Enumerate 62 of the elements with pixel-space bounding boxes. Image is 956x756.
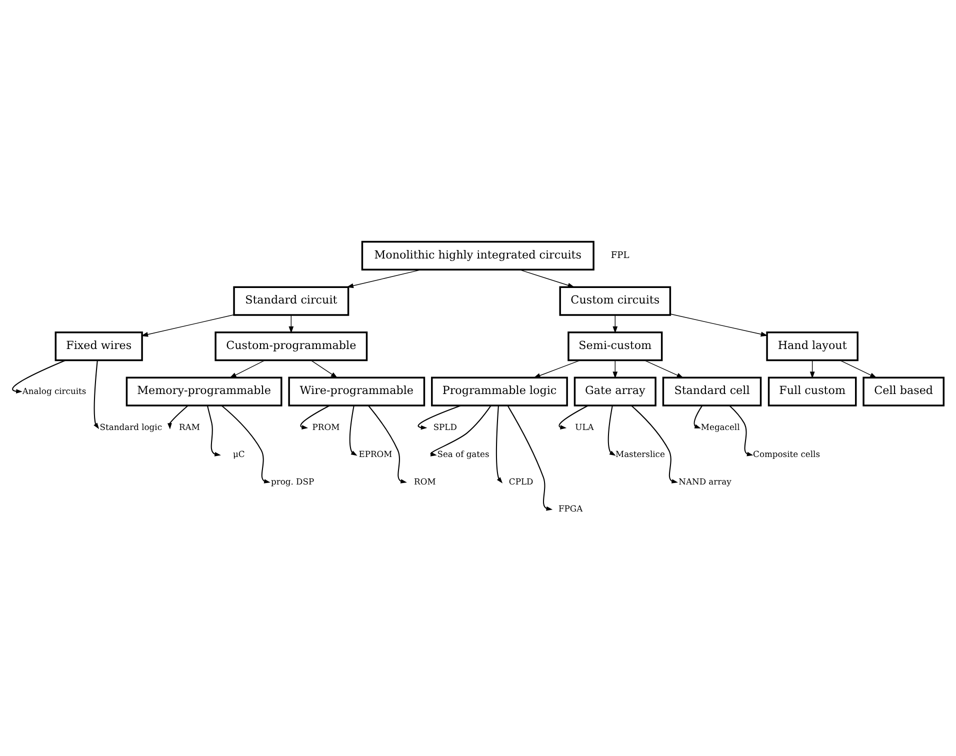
arrow: [507, 405, 553, 511]
arrow: [346, 269, 422, 288]
node-box: Full custom: [768, 376, 857, 406]
arrow: [612, 360, 618, 379]
node-text: μC: [232, 449, 245, 460]
arrow: [558, 405, 588, 430]
arrow: [430, 405, 492, 456]
arrow: [310, 360, 338, 378]
node-box: Custom circuits: [559, 286, 672, 316]
node-box: Wire-programmable: [288, 376, 426, 406]
node-box: Programmable logic: [431, 376, 568, 406]
node-text: PROM: [312, 422, 340, 432]
arrow: [840, 360, 877, 378]
arrow: [631, 405, 678, 484]
arrow: [418, 405, 461, 430]
arrow: [644, 360, 684, 378]
arrow: [168, 405, 188, 430]
node-text: EPROM: [358, 449, 392, 460]
node-text: SPLD: [433, 422, 457, 432]
node-text: Masterslice: [616, 449, 665, 460]
arrow: [300, 405, 330, 430]
node-box: Hand layout: [766, 332, 858, 362]
arrow: [729, 405, 754, 456]
label: FPL: [610, 251, 630, 262]
node-text: ULA: [575, 422, 594, 432]
node-box: Standard circuit: [233, 286, 350, 316]
node-box: Fixed wires: [54, 332, 143, 362]
arrow: [519, 269, 575, 288]
arrow: [206, 406, 221, 456]
arrow: [12, 360, 66, 394]
node-text: Standard logic: [100, 422, 162, 432]
node-box: Standard cell: [662, 376, 762, 406]
node-box: Semi-custom: [568, 332, 663, 362]
arrow: [810, 360, 815, 379]
arrow: [229, 360, 266, 378]
arrow: [141, 314, 234, 337]
node-box: Monolithic highly integrated circuits: [361, 240, 594, 271]
node-text: Megacell: [700, 422, 740, 432]
node-text: CPLD: [508, 476, 534, 486]
arrow: [694, 405, 703, 428]
arrow: [94, 360, 100, 430]
arrow: [288, 314, 294, 334]
arrow: [608, 406, 616, 456]
arrow: [612, 314, 618, 334]
arrow: [368, 405, 407, 484]
node-text: Composite cells: [753, 449, 820, 460]
node-text: NAND array: [678, 476, 732, 486]
node-text: RAM: [178, 422, 200, 432]
node-text: prog. DSP: [270, 476, 314, 486]
arrow: [349, 406, 358, 456]
arrow: [221, 405, 270, 484]
node-box: Gate array: [574, 376, 656, 406]
node-text: Sea of gates: [437, 449, 490, 460]
node-box: Memory-programmable: [126, 376, 282, 406]
node-text: ROM: [414, 476, 436, 486]
node-text: FPGA: [558, 503, 583, 514]
arrow: [533, 360, 580, 378]
node-box: Custom-programmable: [214, 332, 368, 362]
arrow: [496, 406, 503, 484]
node-box: Cell based: [862, 376, 945, 406]
arrow: [670, 314, 768, 337]
node-text: Analog circuits: [22, 386, 86, 396]
